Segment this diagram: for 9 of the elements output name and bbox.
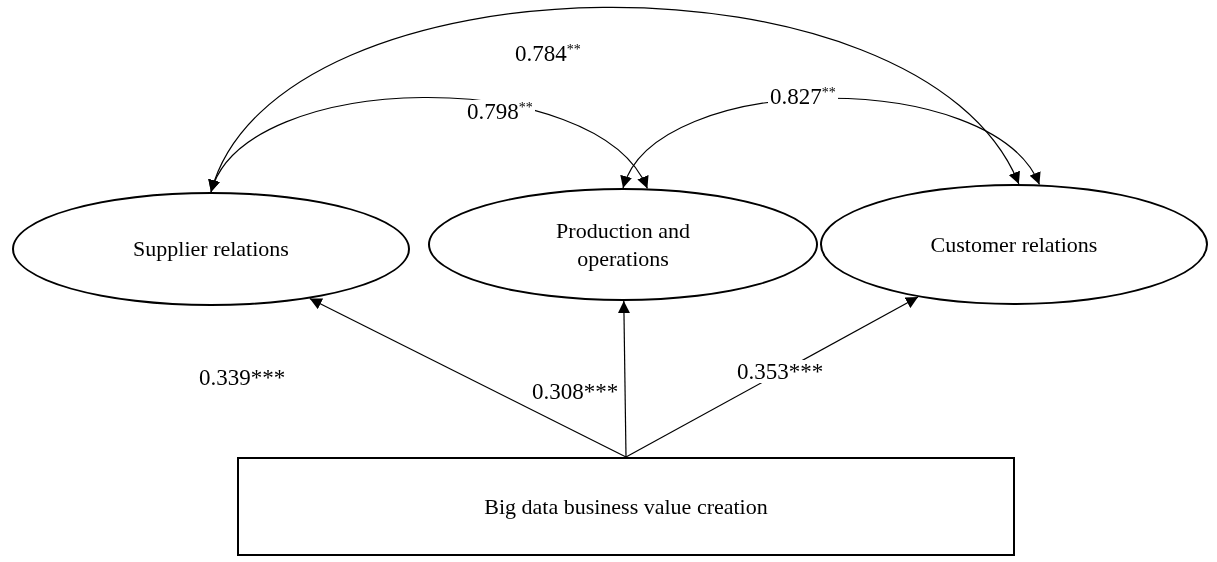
construct-box [237,457,1015,556]
node-label: Big data business value creation [483,492,769,521]
arrow [210,96,648,193]
arrow [309,297,627,458]
node-label: Production and operations [555,217,691,272]
node-label: Customer relations [929,230,1099,259]
edge-label: 0.353*** [735,360,826,383]
node-label: Supplier relations [132,235,290,263]
arrow [617,300,630,458]
